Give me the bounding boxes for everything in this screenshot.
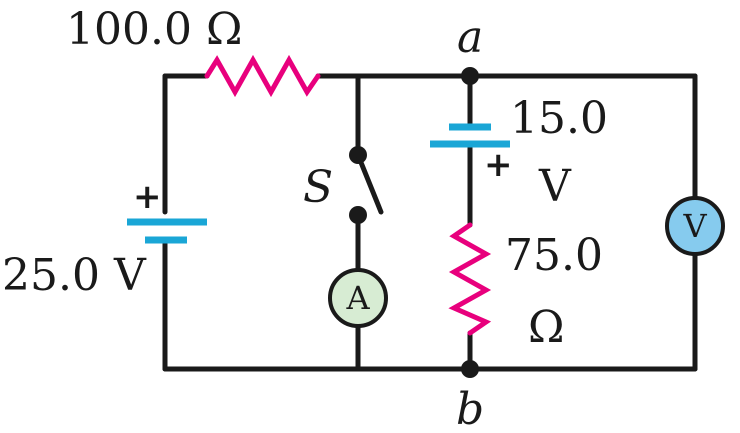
switch-label: S: [303, 162, 333, 213]
battery-15v-value-label: 15.0: [510, 93, 608, 144]
resistor-75-ohm-unit-label: Ω: [528, 302, 564, 353]
battery-25v-plus-sign: +: [133, 177, 162, 217]
resistor-100-ohm: [204, 54, 321, 98]
switch-bottom-terminal: [349, 206, 367, 224]
resistor-75-ohm-value-label: 75.0: [505, 230, 603, 281]
wires: [162, 73, 698, 372]
battery-25v: [127, 218, 207, 244]
node-a-label: a: [457, 12, 483, 63]
ammeter: A: [328, 268, 388, 328]
resistor-75-ohm: [448, 222, 492, 336]
node-b-dot: [461, 360, 479, 378]
battery-15v-plus-sign: +: [484, 145, 513, 185]
switch[interactable]: [349, 146, 384, 224]
battery-15v: [430, 123, 510, 148]
node-b-label: b: [456, 384, 484, 433]
switch-blade: [355, 152, 384, 215]
node-a-dot: [461, 67, 479, 85]
ammeter-symbol: A: [345, 279, 370, 317]
voltmeter-symbol: V: [682, 207, 707, 245]
battery-15v-unit-label: V: [538, 161, 572, 212]
battery-25v-label: 25.0 V: [2, 250, 147, 301]
voltmeter: V: [665, 196, 725, 256]
resistor-100-ohm-label: 100.0 Ω: [66, 4, 242, 55]
